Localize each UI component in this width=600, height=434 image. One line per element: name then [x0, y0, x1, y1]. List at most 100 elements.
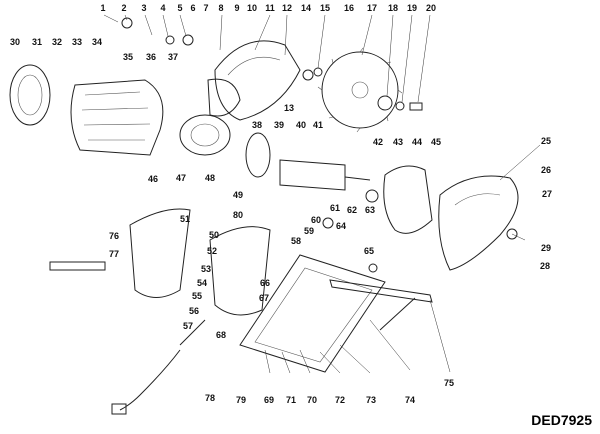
callout-48: 48 [204, 173, 216, 183]
callout-33: 33 [71, 37, 83, 47]
handle-half-right [209, 226, 271, 316]
callout-46: 46 [147, 174, 159, 184]
callout-56: 56 [188, 306, 200, 316]
callout-14: 14 [300, 3, 312, 13]
base-plate [239, 254, 386, 373]
callout-54: 54 [196, 278, 208, 288]
callout-8: 8 [218, 3, 224, 13]
motor-housing [70, 79, 164, 156]
callout-26: 26 [540, 165, 552, 175]
callout-16: 16 [343, 3, 355, 13]
callout-9: 9 [234, 3, 240, 13]
callout-41: 41 [312, 120, 324, 130]
callout-55: 55 [191, 291, 203, 301]
cord-guard [179, 319, 206, 346]
callout-77: 77 [108, 249, 120, 259]
parallel-guide [329, 279, 433, 303]
callout-78: 78 [204, 393, 216, 403]
motor-end-cap [9, 64, 51, 126]
callout-53: 53 [200, 264, 212, 274]
callout-61: 61 [329, 203, 341, 213]
callout-76: 76 [108, 231, 120, 241]
callout-15: 15 [319, 3, 331, 13]
armature [279, 159, 346, 191]
callout-36: 36 [145, 52, 157, 62]
callout-51: 51 [179, 214, 191, 224]
callout-75: 75 [443, 378, 455, 388]
callout-72: 72 [334, 395, 346, 405]
callout-47: 47 [175, 173, 187, 183]
callout-50: 50 [208, 230, 220, 240]
model-code-label: DED7925 [531, 412, 592, 428]
saw-blade [321, 51, 399, 129]
armature-baffle [245, 132, 271, 178]
callout-65: 65 [363, 246, 375, 256]
callout-80: 80 [232, 210, 244, 220]
callout-70: 70 [306, 395, 318, 405]
callout-67: 67 [258, 293, 270, 303]
stator [179, 114, 231, 156]
callout-39: 39 [273, 120, 285, 130]
handle-half-left [129, 208, 191, 298]
callout-52: 52 [206, 246, 218, 256]
callout-17: 17 [366, 3, 378, 13]
callout-68: 68 [215, 330, 227, 340]
callout-58: 58 [290, 236, 302, 246]
callout-60: 60 [310, 215, 322, 225]
callout-3: 3 [141, 3, 147, 13]
blade-bolt [409, 102, 423, 111]
callout-64: 64 [335, 221, 347, 231]
callout-42: 42 [372, 137, 384, 147]
power-plug [111, 403, 127, 415]
upper-blade-guard [214, 40, 301, 121]
callout-20: 20 [425, 3, 437, 13]
callout-34: 34 [91, 37, 103, 47]
fan-shroud [207, 78, 241, 117]
callout-45: 45 [430, 137, 442, 147]
callout-71: 71 [285, 395, 297, 405]
callout-31: 31 [31, 37, 43, 47]
callout-1: 1 [100, 3, 106, 13]
callout-4: 4 [160, 3, 166, 13]
callout-57: 57 [182, 321, 194, 331]
callout-73: 73 [365, 395, 377, 405]
callout-19: 19 [406, 3, 418, 13]
callout-40: 40 [295, 120, 307, 130]
power-cord [119, 349, 181, 411]
callout-79: 79 [235, 395, 247, 405]
callout-18: 18 [387, 3, 399, 13]
gearbox-housing [383, 165, 433, 234]
callout-63: 63 [364, 205, 376, 215]
callout-7: 7 [203, 3, 209, 13]
callout-74: 74 [404, 395, 416, 405]
callout-43: 43 [392, 137, 404, 147]
callout-44: 44 [411, 137, 423, 147]
callout-13: 13 [283, 103, 295, 113]
callout-35: 35 [122, 52, 134, 62]
callout-69: 69 [263, 395, 275, 405]
callout-5: 5 [177, 3, 183, 13]
callout-27: 27 [541, 189, 553, 199]
small-part [121, 17, 133, 29]
callout-11: 11 [265, 3, 275, 13]
callout-38: 38 [251, 120, 263, 130]
callout-2: 2 [121, 3, 127, 13]
callout-37: 37 [167, 52, 179, 62]
callout-62: 62 [346, 205, 358, 215]
callout-12: 12 [281, 3, 293, 13]
long-screw [49, 261, 106, 271]
callout-10: 10 [246, 3, 258, 13]
callout-49: 49 [232, 190, 244, 200]
callout-66: 66 [259, 278, 271, 288]
lower-blade-guard [438, 175, 519, 271]
callout-25: 25 [540, 136, 552, 146]
callout-28: 28 [539, 261, 551, 271]
callout-29: 29 [540, 243, 552, 253]
callout-59: 59 [303, 226, 315, 236]
callout-6: 6 [190, 3, 196, 13]
callout-30: 30 [9, 37, 21, 47]
blade-washer [377, 95, 393, 111]
callout-32: 32 [51, 37, 63, 47]
